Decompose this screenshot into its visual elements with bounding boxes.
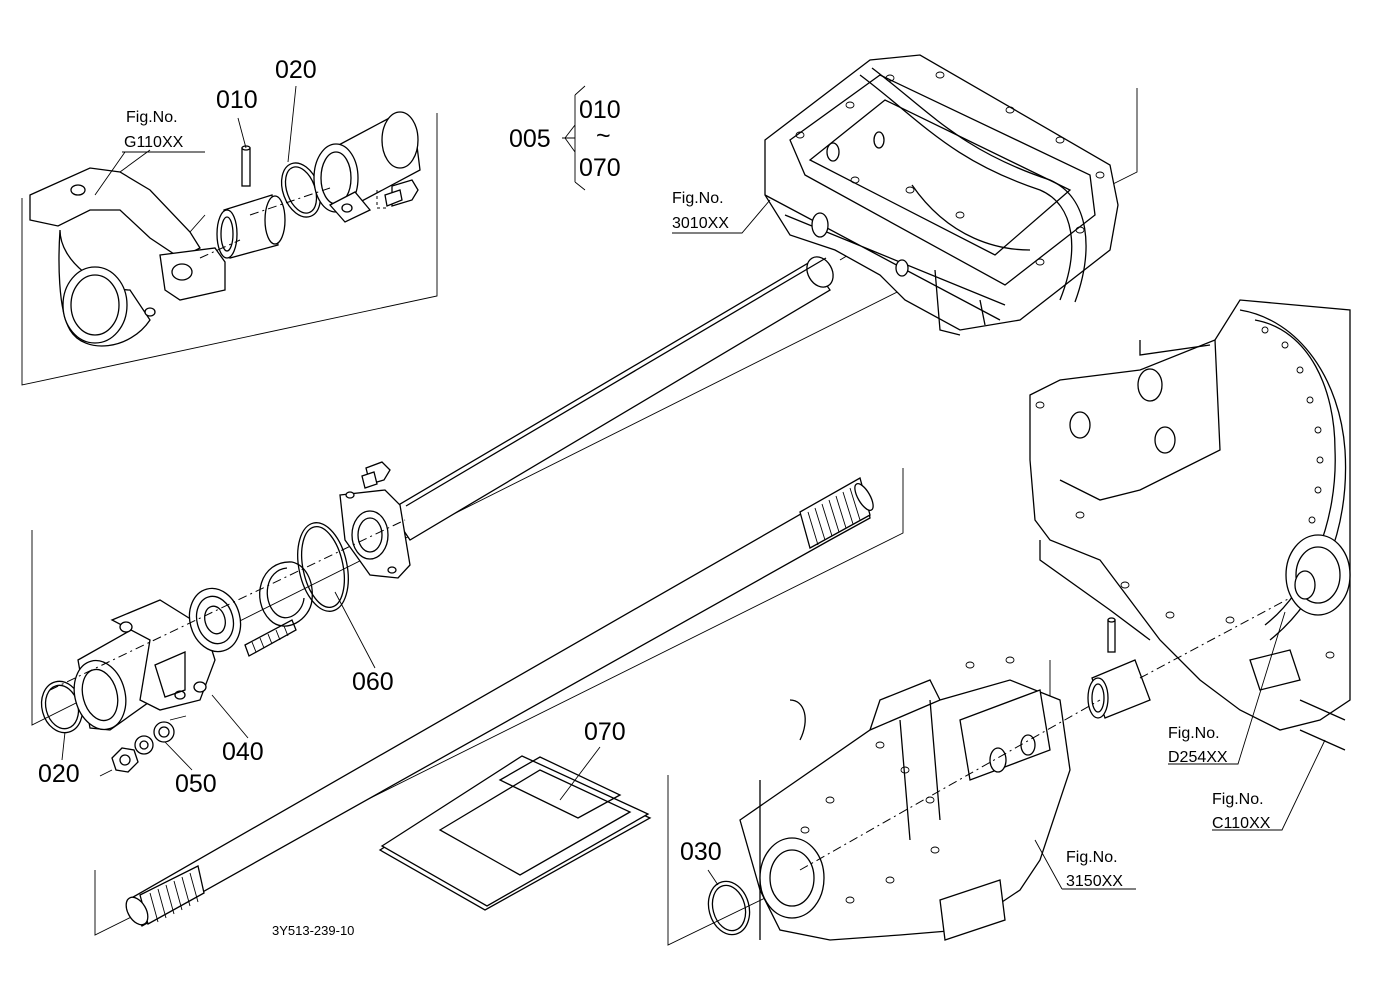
callout-005: 005 bbox=[509, 125, 551, 153]
bolt-top bbox=[376, 179, 419, 209]
front-axle-bracket bbox=[29, 149, 226, 347]
fig-ref-3150-label: Fig.No. bbox=[1066, 849, 1118, 866]
fig-ref-c110-label: Fig.No. bbox=[1212, 791, 1264, 808]
callout-070: 070 bbox=[584, 718, 626, 746]
fig-ref-d254: D254XX bbox=[1168, 749, 1228, 766]
leader-lines bbox=[61, 85, 1326, 890]
o-ring-060 bbox=[297, 522, 349, 612]
fig-ref-3010-label: Fig.No. bbox=[672, 190, 724, 207]
fig-ref-3150: 3150XX bbox=[1066, 873, 1123, 890]
pin-010-top bbox=[241, 145, 251, 187]
figure-references: Fig.No. G110XX Fig.No. 3010XX Fig.No. D2… bbox=[124, 109, 1271, 890]
callout-020-bottom: 020 bbox=[38, 760, 80, 788]
callout-range-tilde: ~ bbox=[596, 122, 611, 150]
fig-ref-c110: C110XX bbox=[1212, 815, 1271, 832]
bushing-right bbox=[1087, 659, 1151, 719]
flange-bolt bbox=[361, 461, 391, 489]
callout-010-range-start: 010 bbox=[579, 96, 621, 124]
transmission-case-3150 bbox=[739, 656, 1071, 941]
callout-010: 010 bbox=[216, 86, 258, 114]
bearing-housing-040 bbox=[73, 599, 216, 731]
sleeve-top bbox=[313, 111, 421, 223]
callout-040: 040 bbox=[222, 738, 264, 766]
callout-060: 060 bbox=[352, 668, 394, 696]
ball-bearing bbox=[188, 587, 242, 653]
clutch-housing bbox=[1029, 299, 1351, 751]
spline-shaft bbox=[125, 477, 874, 927]
center-lines bbox=[49, 187, 1291, 871]
instruction-sheet-070 bbox=[378, 755, 652, 911]
fig-ref-g110: G110XX bbox=[124, 134, 184, 151]
bushing-top bbox=[216, 194, 286, 259]
snap-ring bbox=[259, 561, 313, 627]
diagram-code: 3Y513-239-10 bbox=[272, 923, 354, 938]
stud-bolt bbox=[244, 619, 297, 657]
callout-labels: 005 010 ~ 070 010 020 020 030 040 050 06… bbox=[38, 56, 722, 866]
nut-washer-set-050 bbox=[99, 715, 187, 777]
pin-010-right bbox=[1107, 617, 1116, 653]
callout-050: 050 bbox=[175, 770, 217, 798]
fig-ref-g110-label: Fig.No. bbox=[126, 109, 178, 126]
callout-030: 030 bbox=[680, 838, 722, 866]
fig-ref-3010: 3010XX bbox=[672, 215, 729, 232]
fig-ref-d254-label: Fig.No. bbox=[1168, 725, 1220, 742]
o-ring-030 bbox=[707, 880, 751, 936]
long-tube-shaft bbox=[389, 229, 891, 541]
gear-case-3010 bbox=[764, 54, 1119, 336]
flange-plate bbox=[339, 489, 411, 579]
callout-070-range-end: 070 bbox=[579, 154, 621, 182]
callout-020-top: 020 bbox=[275, 56, 317, 84]
